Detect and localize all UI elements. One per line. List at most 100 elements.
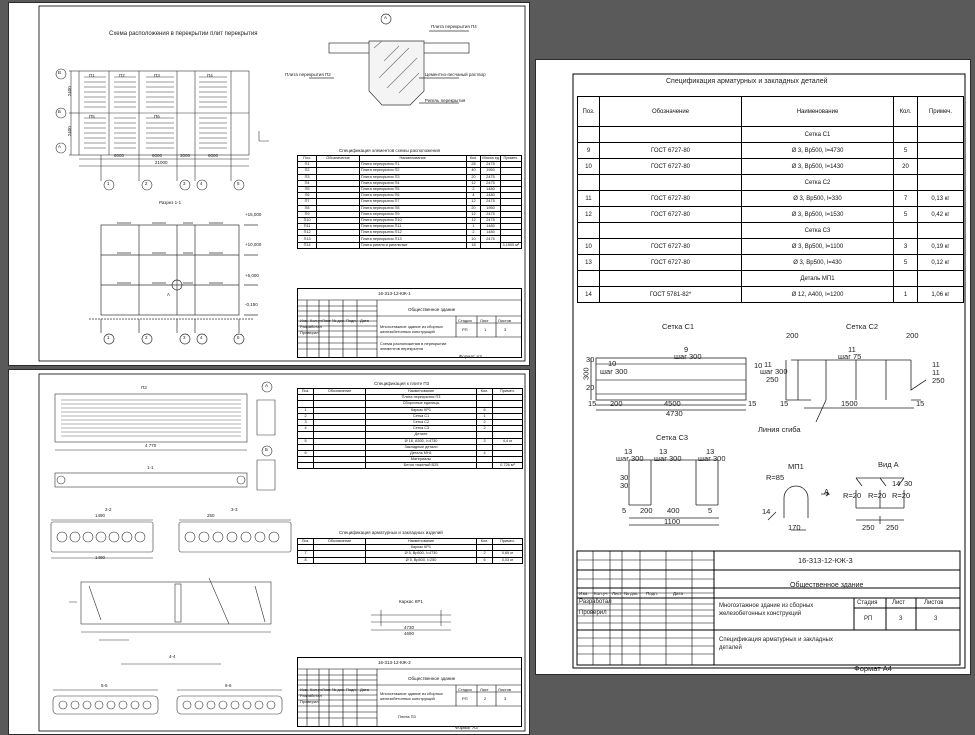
mesh1-label: шаг 300 bbox=[600, 367, 628, 376]
table-cell: 0,726 м³ bbox=[492, 462, 523, 470]
mesh3-label: шаг 300 bbox=[616, 454, 644, 463]
table-cell: П14 bbox=[296, 241, 318, 249]
mesh2-label: 1500 bbox=[841, 399, 858, 408]
cut-label: 4-4 bbox=[169, 654, 176, 659]
mesh1-label: 20 bbox=[586, 383, 595, 392]
dim-label: 1490 bbox=[95, 513, 106, 518]
stamp-sheet: 2 bbox=[484, 696, 487, 701]
callout-b: Б bbox=[265, 447, 268, 452]
slab-mark: П3 bbox=[154, 73, 160, 78]
mesh1-label: 4730 bbox=[666, 409, 683, 418]
axis-num-5: 5 bbox=[237, 181, 240, 186]
mesh2-label: 11 bbox=[764, 360, 772, 369]
mesh2-label: 15 bbox=[780, 399, 789, 408]
stamp-sheet: 1 bbox=[484, 327, 487, 332]
viewa-label: 30 bbox=[904, 479, 913, 488]
axis-num-3: 3 bbox=[183, 181, 186, 186]
stamp-sheets: 3 bbox=[504, 327, 507, 332]
table-cell bbox=[313, 556, 366, 564]
table-cell bbox=[316, 241, 360, 249]
spec2b-title: Спецификация арматурных и закладных изде… bbox=[339, 530, 443, 535]
level-mark: +5,000 bbox=[245, 273, 259, 278]
sheet-format: Формат А4 bbox=[854, 664, 892, 673]
stamp-role: Проверил bbox=[579, 610, 607, 616]
level-mark: +10,000 bbox=[245, 242, 262, 247]
axis-num-5: 5 bbox=[237, 335, 240, 340]
node-label: Плита перекрытия П2 bbox=[285, 72, 331, 77]
stamp-project: Многоэтажное здание из сборных железобет… bbox=[380, 691, 443, 701]
spec2-title: Спецификация к плите П3 bbox=[374, 381, 430, 386]
mesh1-label: 15 bbox=[748, 399, 757, 408]
table-cell: 0,03 кг bbox=[492, 556, 523, 564]
mesh2-label: шаг 300 bbox=[760, 367, 788, 376]
stamp-col: № док. bbox=[332, 687, 345, 692]
mesh3-label: 200 bbox=[640, 506, 653, 515]
table-cell: 18 bbox=[465, 241, 482, 249]
stamp-col: Дата bbox=[673, 591, 683, 596]
stamp-org: Общественное здание bbox=[408, 676, 456, 681]
stamp-org: Общественное здание bbox=[790, 582, 864, 589]
dim-label: 3000 bbox=[180, 153, 191, 158]
stamp-sheet-title: Плита П3 bbox=[398, 714, 416, 719]
dim-label: 2400 bbox=[66, 86, 72, 97]
mesh1-label: 200 bbox=[610, 399, 623, 408]
mesh3-label: 13 bbox=[659, 447, 668, 456]
drawing-sheet-3[interactable]: Спецификация арматурных и закладных дета… bbox=[535, 59, 971, 675]
cut-label: 2-2 bbox=[105, 507, 112, 512]
sheet-format: Формат А3 bbox=[459, 354, 482, 359]
callout-a: А bbox=[265, 383, 269, 388]
axis-num-1: 1 bbox=[107, 335, 110, 340]
cut-label: 1-1 bbox=[147, 465, 154, 470]
mesh1-label: шаг 300 bbox=[674, 352, 702, 361]
mesh2-label: шаг 75 bbox=[838, 352, 862, 361]
mesh3-label: 30 bbox=[620, 473, 629, 482]
dim-label: 1490 bbox=[95, 555, 106, 560]
dim-label: 6000 bbox=[152, 153, 163, 158]
stamp-stage-header: Стадия bbox=[857, 600, 878, 606]
mesh3-label: 13 bbox=[706, 447, 715, 456]
stamp-stage: РП bbox=[462, 327, 468, 332]
stamp-role: Проверил bbox=[300, 699, 319, 704]
stamp-role: Разработал bbox=[300, 324, 322, 329]
stamp-code: 16-313-12-КЖ-2 bbox=[378, 660, 411, 665]
viewa-label: 14 bbox=[892, 479, 901, 488]
mesh2-label: 200 bbox=[906, 331, 919, 340]
table-cell bbox=[480, 241, 501, 249]
spec1-title: Спецификация элементов схемы расположени… bbox=[339, 148, 441, 153]
stamp-col: № док. bbox=[624, 591, 639, 596]
slab-mark: П4 bbox=[207, 73, 213, 78]
mesh1-title: Сетка С1 bbox=[662, 322, 695, 331]
stamp-sheets-header: Листов bbox=[498, 687, 511, 692]
table-cell: 6 bbox=[476, 556, 493, 564]
mp1-label: А bbox=[824, 487, 830, 496]
stamp-sheet: 3 bbox=[899, 616, 903, 622]
mesh1-label: 300 bbox=[581, 367, 591, 381]
stamp-col: Изм. bbox=[300, 318, 309, 323]
slab-mark: П6 bbox=[154, 114, 160, 119]
stamp-sheets: 3 bbox=[934, 616, 938, 622]
drawing-sheet-1[interactable]: Схема расположения в перекрытии плит пер… bbox=[8, 2, 530, 366]
drawing-sheet-2[interactable]: П3 А Б 4 770 1-1 2-2 3-3 4-4 5-5 6-6 149… bbox=[8, 369, 530, 735]
stamp-sheet-header: Лист bbox=[480, 318, 489, 323]
table-cell: 1,06 кг bbox=[917, 286, 964, 303]
table-cell: Ø 5, Вр500, l=250 bbox=[365, 556, 477, 564]
slab-title: П3 bbox=[141, 385, 147, 390]
frame-dim: 4730 bbox=[404, 625, 415, 630]
slab-length: 4 770 bbox=[145, 443, 157, 448]
mesh2-title: Сетка С2 bbox=[846, 322, 879, 331]
slab-mark: П1 bbox=[89, 73, 95, 78]
table-group-row: Деталь МП1 bbox=[577, 270, 964, 287]
axis-num-4: 4 bbox=[200, 335, 203, 340]
mesh1-label: 10 bbox=[608, 359, 617, 368]
node-label: Ригель перекрытия bbox=[425, 98, 466, 103]
plan-title: Схема расположения в перекрытии плит пер… bbox=[109, 31, 258, 37]
stamp-col: Кол.уч bbox=[310, 687, 322, 692]
stamp-role: Разработал bbox=[300, 693, 322, 698]
cut-label: 6-6 bbox=[225, 683, 232, 688]
